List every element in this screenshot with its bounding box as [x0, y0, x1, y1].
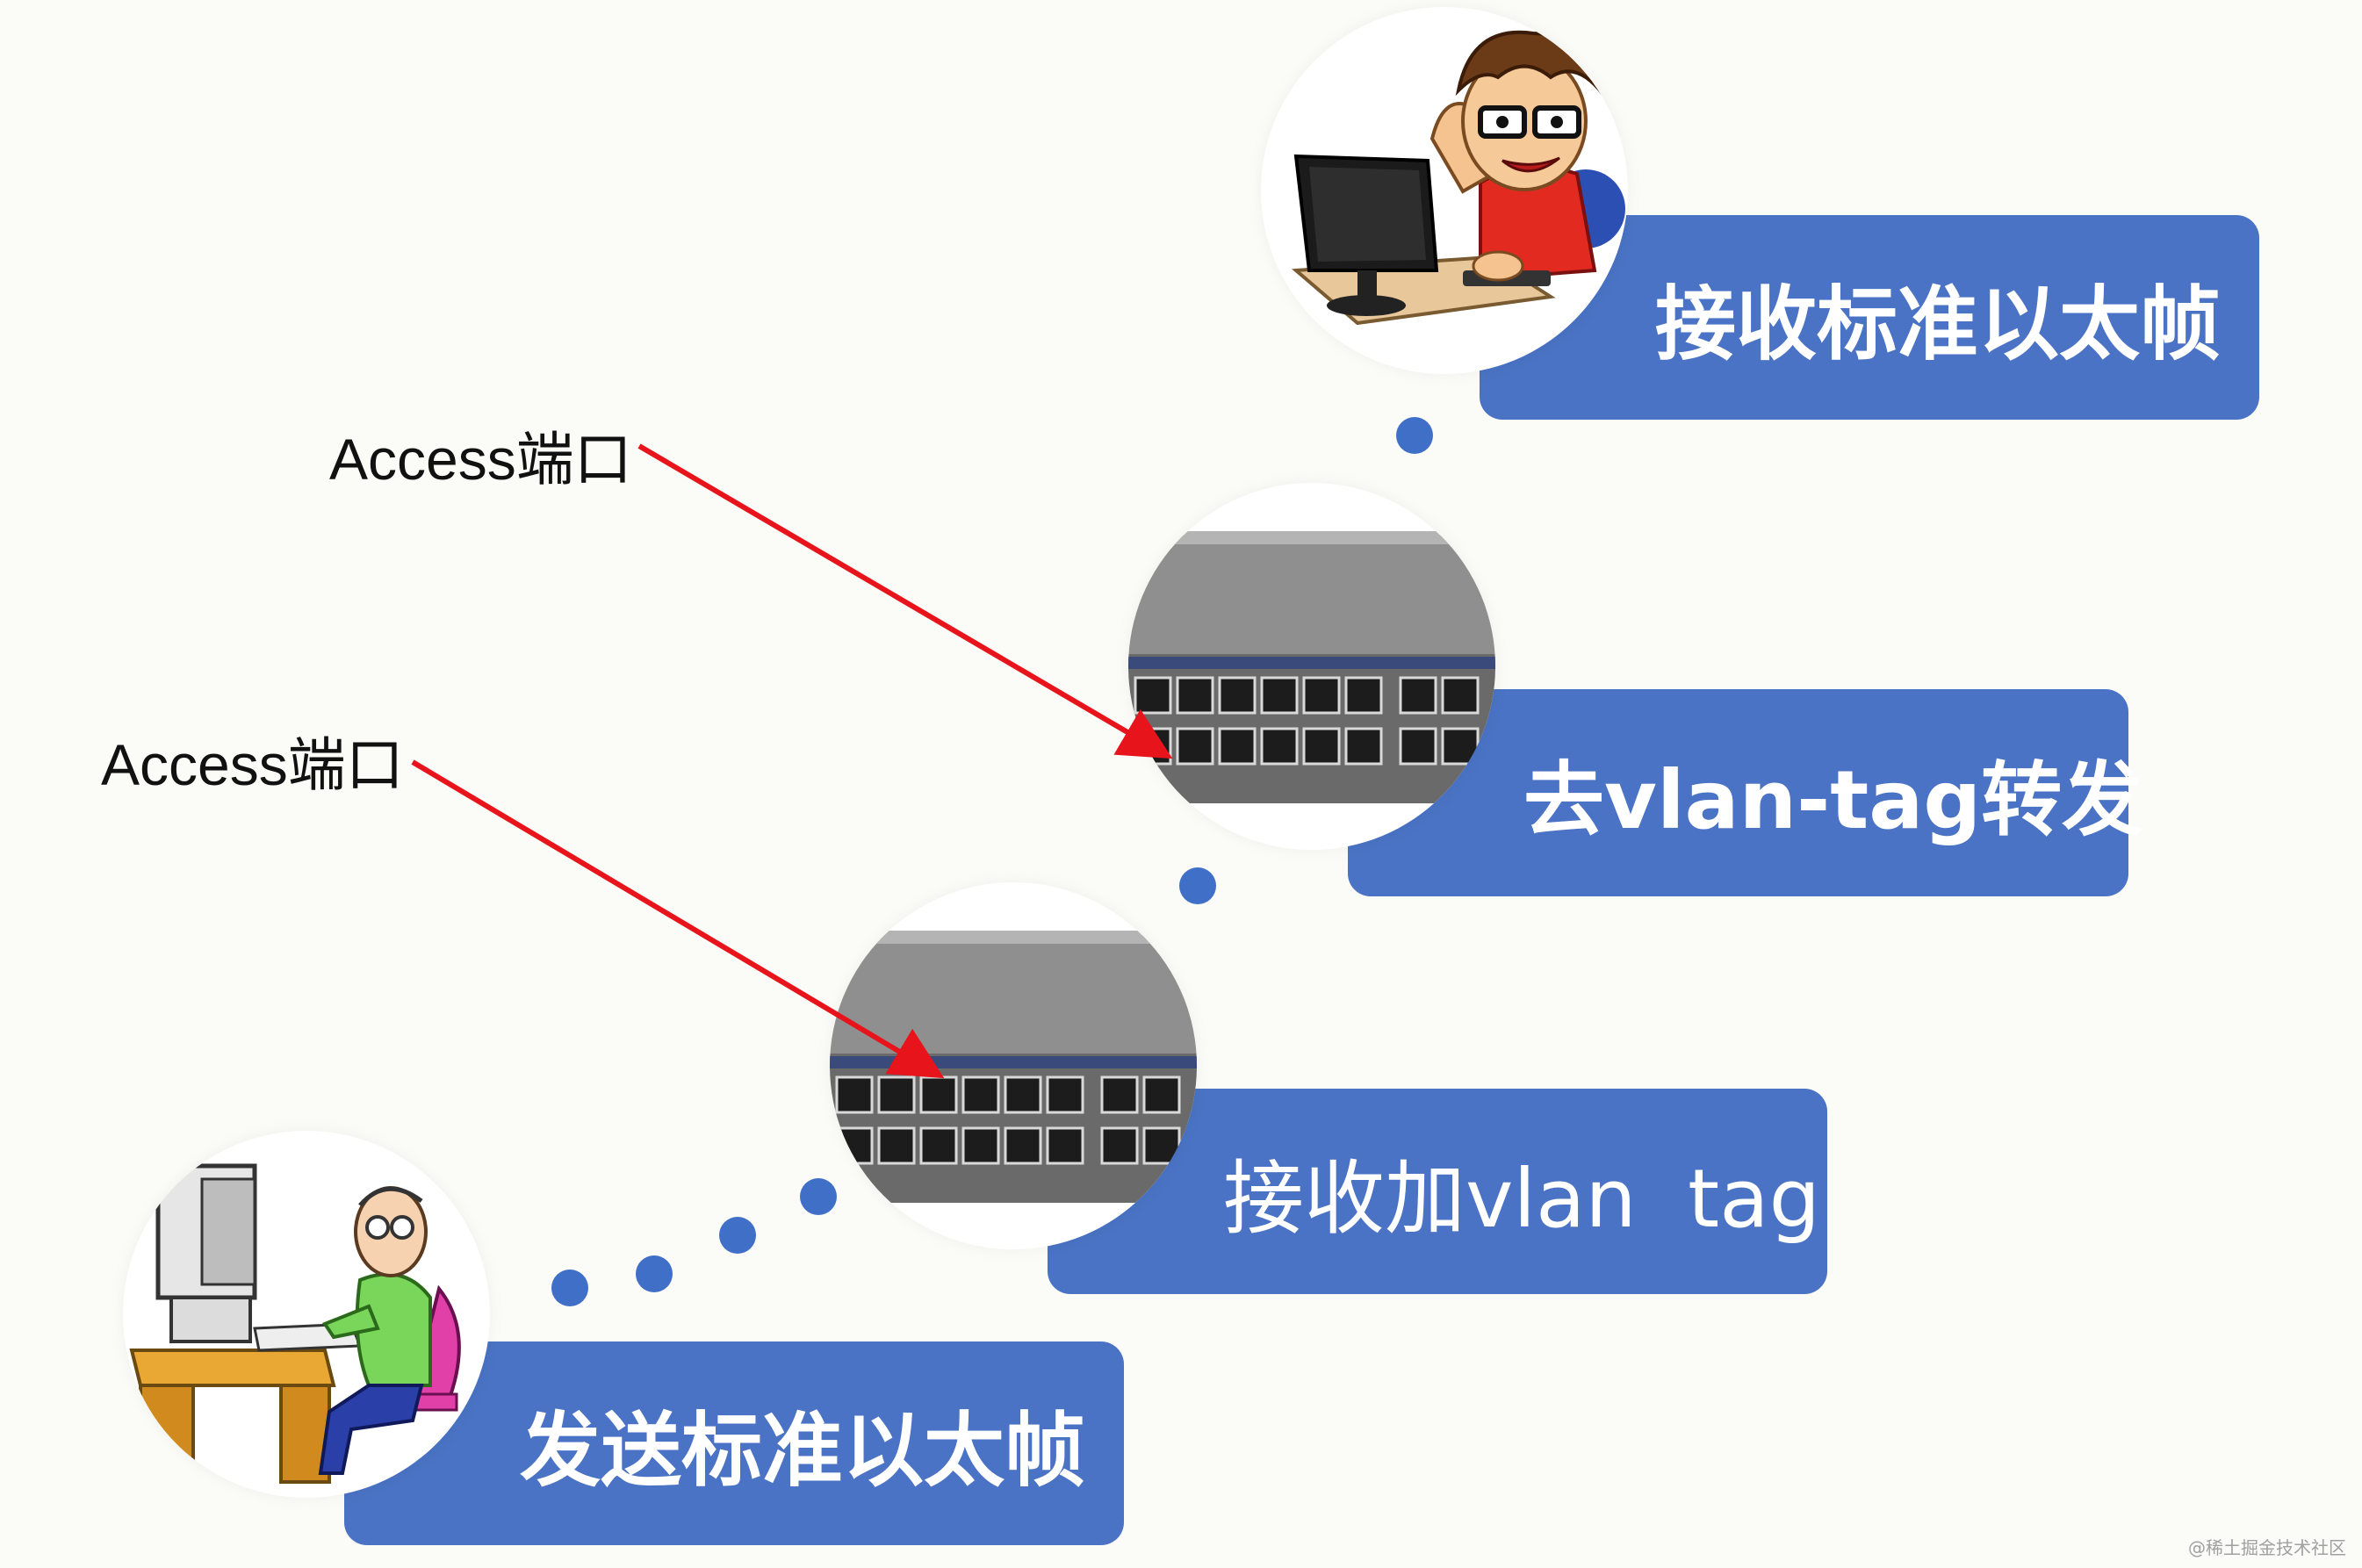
step-receive-standard-label: 接收标准以太帧: [1655, 277, 2222, 371]
step-send-standard-label: 发送标准以太帧: [520, 1403, 1086, 1498]
step-receive-add-vlan-box: 接收加vlan tag: [1048, 1089, 1827, 1294]
connector-dot: [1179, 867, 1216, 904]
sender-person-icon: [123, 1131, 490, 1498]
arrow-upper-port: [637, 443, 1173, 759]
access-port-label-upper: Access端口: [329, 427, 632, 492]
switch-lower-graphic: [830, 931, 1197, 1249]
receiver-person-icon: [1261, 7, 1628, 374]
connector-dot: [551, 1270, 588, 1306]
step-receive-add-vlan-label: 接收加vlan tag: [1223, 1151, 1821, 1246]
connector-dot: [800, 1178, 837, 1215]
connector-dot: [636, 1255, 673, 1292]
arrow-lower-port: [411, 759, 945, 1079]
step-receive-standard-box: 接收标准以太帧: [1480, 215, 2259, 420]
step-strip-vlan-forward-label: 去vlan-tag转发: [1523, 752, 2143, 847]
watermark: @稀土掘金技术社区: [2188, 1537, 2346, 1558]
access-port-label-lower: Access端口: [101, 732, 404, 797]
connector-dot: [1396, 417, 1433, 454]
switch-lower-icon: [830, 882, 1197, 1249]
connector-dot: [719, 1217, 756, 1254]
